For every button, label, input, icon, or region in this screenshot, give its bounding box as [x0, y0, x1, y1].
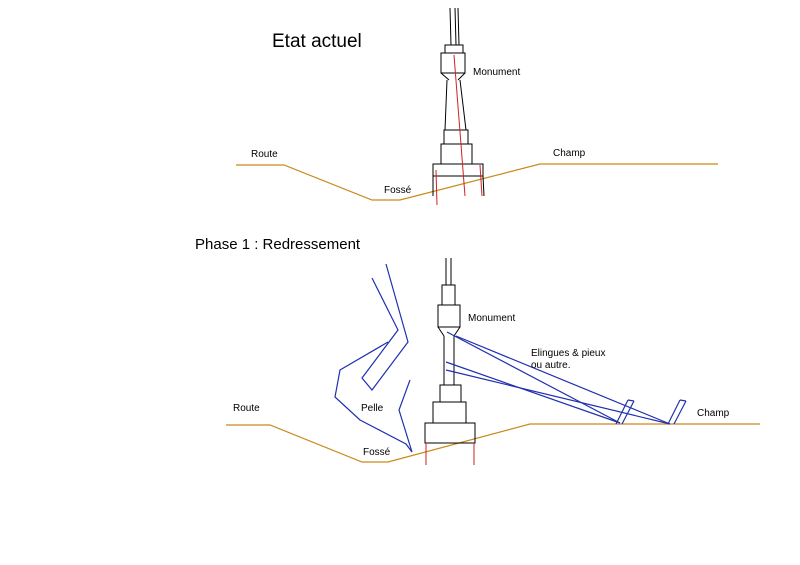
top-monument: [432, 7, 485, 197]
slings-and-stakes: [445, 331, 687, 425]
top-monument-label: Monument: [473, 67, 520, 78]
excavator-arm: [334, 263, 413, 453]
top-route-label: Route: [251, 149, 278, 160]
bottom-diagram: Phase 1 : Redressement: [195, 236, 760, 465]
bottom-champ-label: Champ: [697, 408, 730, 419]
top-axis-lines: [435, 54, 483, 206]
bottom-title: Phase 1 : Redressement: [195, 236, 361, 253]
bottom-elingues-label-2: ou autre.: [531, 360, 570, 371]
bottom-fosse-label: Fossé: [363, 447, 391, 458]
top-fosse-label: Fossé: [384, 185, 412, 196]
bottom-axis-lines: [425, 443, 475, 465]
bottom-pelle-label: Pelle: [361, 403, 384, 414]
bottom-ground-line: [226, 423, 760, 463]
top-diagram: Etat actuel: [236, 7, 718, 206]
bottom-monument-label: Monument: [468, 313, 515, 324]
bottom-monument: [424, 258, 476, 444]
top-title: Etat actuel: [272, 31, 362, 52]
top-ground-line: [236, 163, 718, 201]
bottom-route-label: Route: [233, 403, 260, 414]
bottom-elingues-label-1: Elingues & pieux: [531, 348, 606, 359]
top-champ-label: Champ: [553, 148, 586, 159]
